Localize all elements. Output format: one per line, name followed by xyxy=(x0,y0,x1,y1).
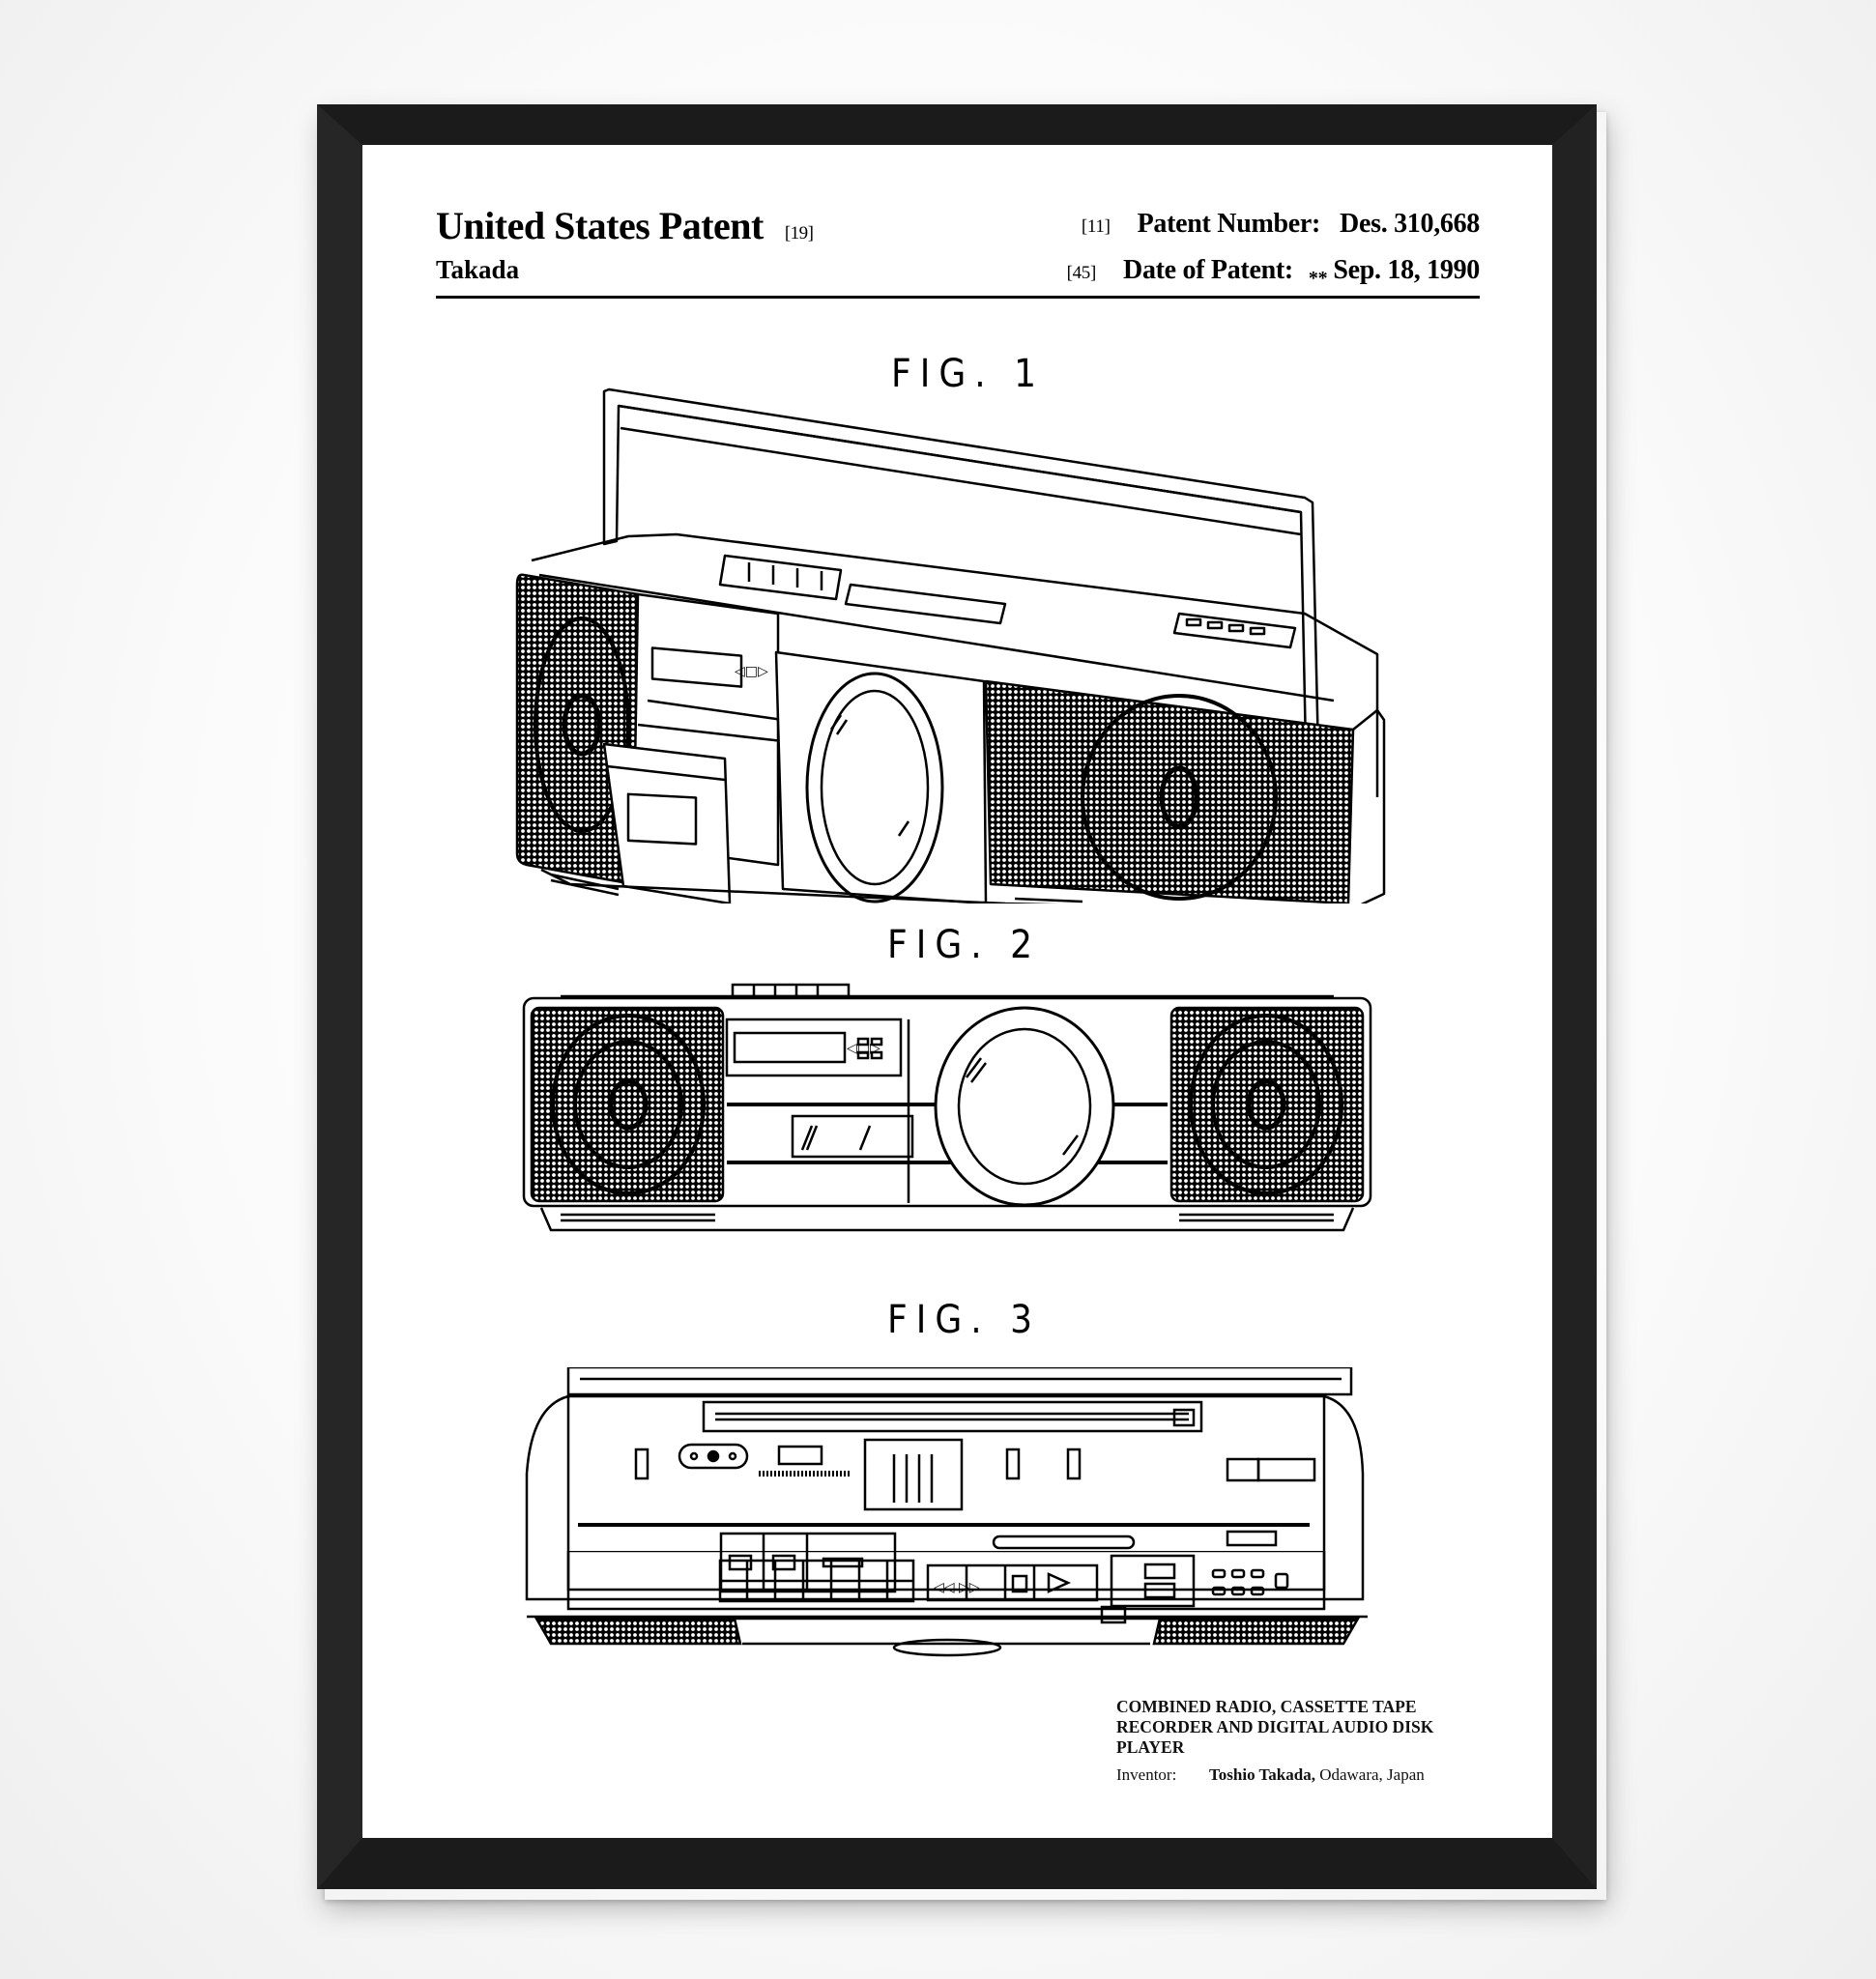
frame-bevel-right xyxy=(1552,104,1597,1889)
fig-3-label: FIG. 3 xyxy=(887,1298,1042,1342)
header-rule xyxy=(436,296,1480,299)
date-ref: [45] xyxy=(1066,263,1097,283)
top-controls xyxy=(561,983,1334,998)
base xyxy=(539,1207,1355,1232)
upper-controls xyxy=(634,1438,1316,1511)
date-label: Date of Patent: xyxy=(1123,255,1293,285)
body-base xyxy=(540,868,1083,903)
patent-title: United States Patent [19] xyxy=(436,203,814,248)
body-outline xyxy=(522,996,1372,1208)
transport-glyphs: ◁□▷ xyxy=(735,664,768,679)
title-ref: [19] xyxy=(784,223,814,244)
body-right-side xyxy=(1352,708,1386,903)
fig-2-label: FIG. 2 xyxy=(887,923,1042,967)
inventor-label: Inventor: xyxy=(1116,1765,1177,1784)
patent-title-text: United States Patent xyxy=(436,204,764,247)
right-speaker xyxy=(1169,1006,1365,1203)
patent-print xyxy=(362,145,1552,1838)
transport-glyphs: ◁□▷ xyxy=(847,1041,880,1056)
invention-title: COMBINED RADIO, CASSETTE TAPE RECORDER A… xyxy=(1116,1697,1503,1758)
inventor-line: Inventor: Toshio Takada, Odawara, Japan xyxy=(1116,1765,1503,1785)
inventor-surname: Takada xyxy=(436,255,520,284)
fig-3-lower-drawing: ◁◁ ▷▷ xyxy=(527,1551,1368,1657)
base-grille xyxy=(527,1605,1368,1657)
invention-title-line-1: COMBINED RADIO, CASSETTE TAPE xyxy=(1116,1697,1417,1716)
fig-1-label: FIG. 1 xyxy=(891,352,1046,396)
cassette-deck: ◁□▷ xyxy=(602,592,784,903)
patent-caption: COMBINED RADIO, CASSETTE TAPE RECORDER A… xyxy=(1116,1697,1503,1785)
date-marker: ** xyxy=(1308,268,1328,289)
patent-number-label: Patent Number: xyxy=(1137,209,1321,239)
svg-text:◁◁ ▷▷: ◁◁ ▷▷ xyxy=(934,1580,980,1595)
cd-door xyxy=(934,1006,1115,1207)
fig-3-drawing xyxy=(525,1367,1365,1601)
frame-bevel-left xyxy=(317,104,362,1889)
fig-1-drawing: ◁□▷ xyxy=(515,387,1386,903)
patent-number-row: [11] Patent Number: Des. 310,668 xyxy=(1082,209,1480,240)
body-top xyxy=(531,532,1379,797)
cd-player xyxy=(774,650,988,903)
invention-title-line-3: PLAYER xyxy=(1116,1737,1185,1757)
right-buttons xyxy=(1110,1554,1289,1608)
antenna-slot xyxy=(702,1400,1203,1433)
handle xyxy=(566,1367,1353,1396)
patent-date: Sep. 18, 1990 xyxy=(1333,255,1480,285)
invention-title-line-2: RECORDER AND DIGITAL AUDIO DISK xyxy=(1116,1717,1434,1736)
patent-number: Des. 310,668 xyxy=(1340,209,1480,239)
inventor-name: Toshio Takada, xyxy=(1209,1765,1315,1784)
patent-number-ref: [11] xyxy=(1081,216,1111,237)
transport-buttons: ◁◁ ▷▷ xyxy=(926,1563,1099,1602)
left-speaker xyxy=(530,1006,725,1203)
patent-date-row: [45] Date of Patent: **Sep. 18, 1990 xyxy=(1066,255,1481,289)
preset-buttons xyxy=(718,1559,915,1603)
button-bank-outline xyxy=(566,1551,1326,1611)
right-speaker xyxy=(984,679,1355,903)
fig-2-drawing: ◁□▷ xyxy=(522,983,1372,1232)
inventor-location: Odawara, Japan xyxy=(1319,1765,1425,1784)
left-speaker xyxy=(515,573,640,886)
